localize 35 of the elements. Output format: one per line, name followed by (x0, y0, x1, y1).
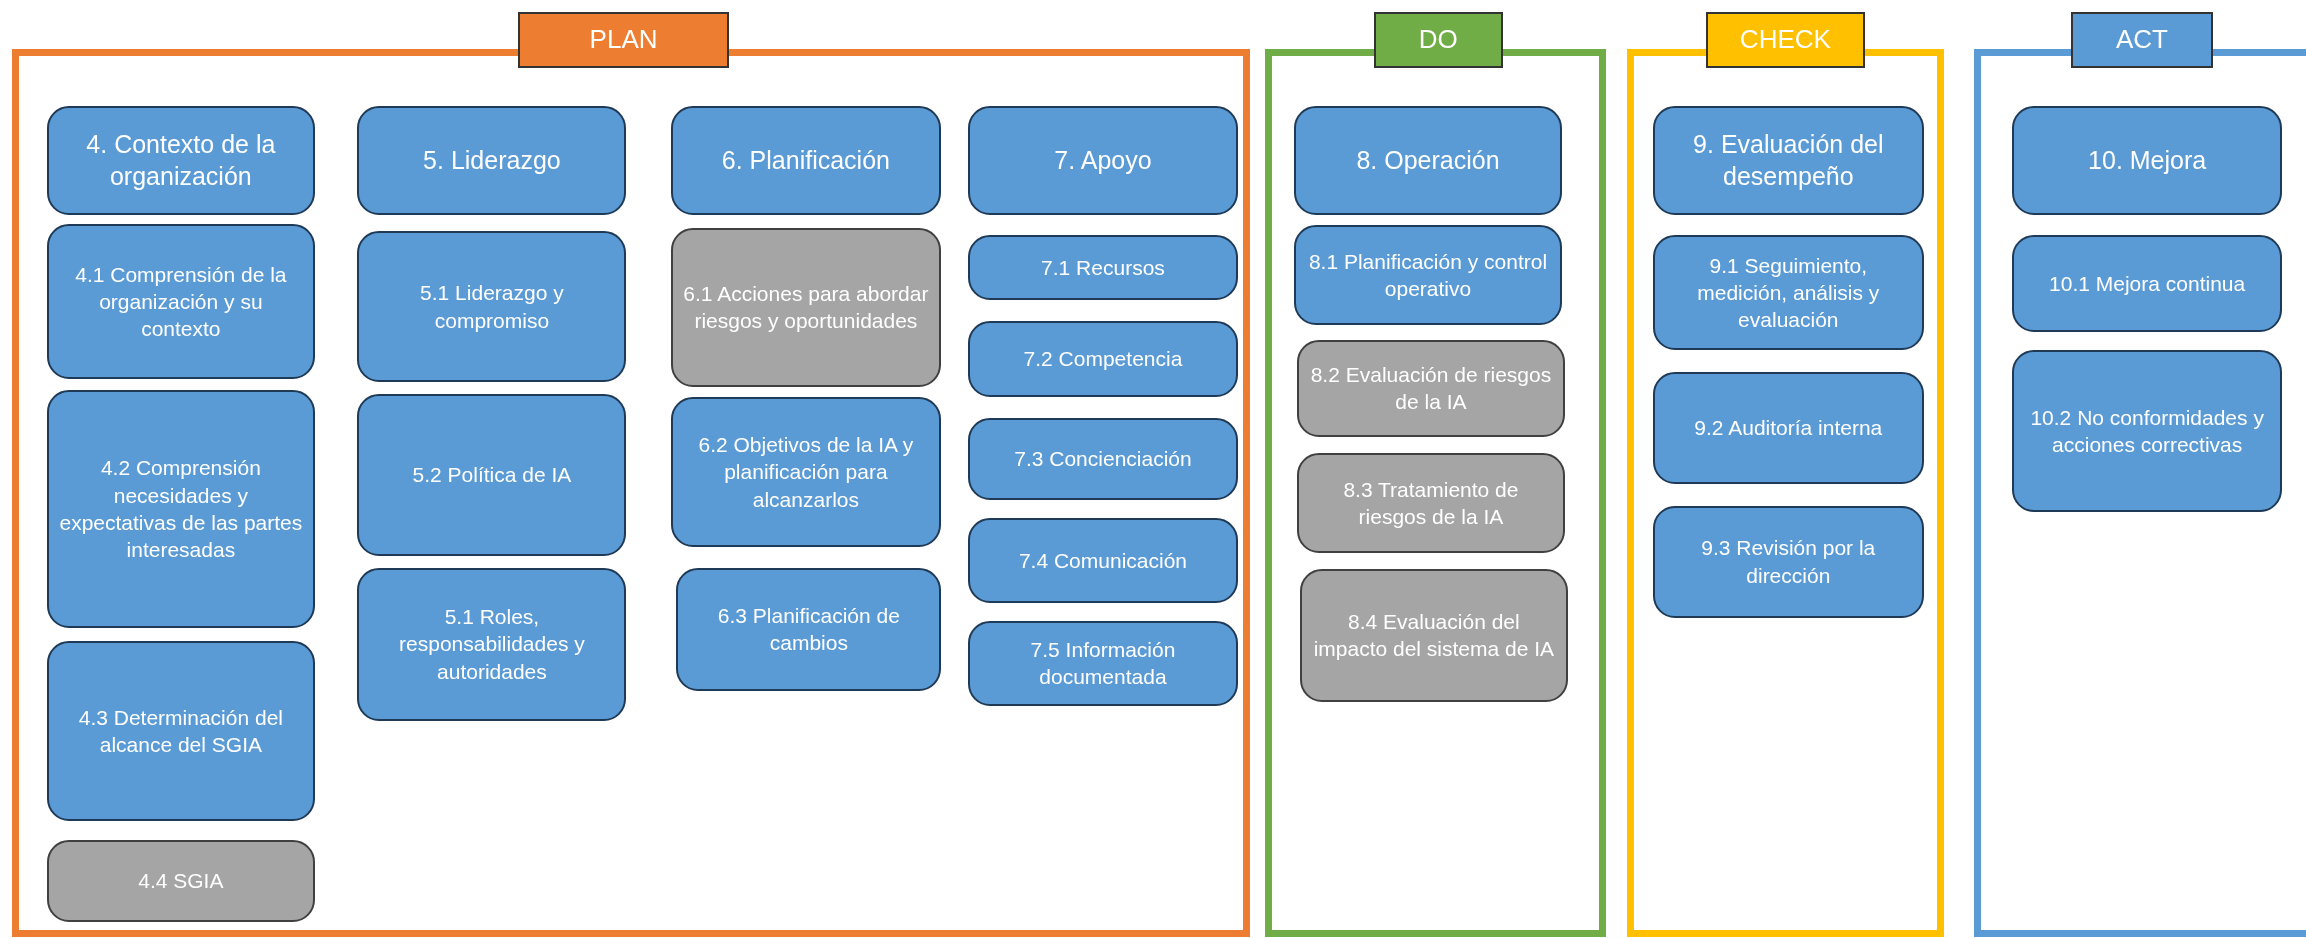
clause-box: 6. Planificación (670, 105, 942, 215)
clause-box: 4. Contexto de la organización (47, 105, 315, 215)
phase-label: ACT (2070, 11, 2214, 68)
subclause-box: 10.2 No conformidades y acciones correctivas (2011, 350, 2283, 512)
subclause-box: 8.3 Tratamiento de riesgos de la IA (1297, 452, 1565, 553)
subclause-box: 4.4 SGIA (47, 839, 315, 923)
phase-label: PLAN (517, 11, 730, 68)
subclause-box: 5.1 Liderazgo y compromiso (357, 230, 627, 383)
subclause-box: 7.2 Competencia (967, 320, 1239, 398)
clause-box: 7. Apoyo (967, 105, 1239, 215)
subclause-box: 5.2 Política de IA (357, 394, 627, 556)
subclause-box: 10.1 Mejora continua (2011, 235, 2283, 333)
subclause-box: 7.3 Concienciación (967, 417, 1239, 500)
phase-label: DO (1373, 11, 1503, 68)
clause-box: 9. Evaluación del desempeño (1653, 105, 1924, 215)
subclause-box: 8.4 Evaluación del impacto del sistema de IA (1300, 569, 1568, 702)
subclause-box: 7.5 Información documentada (967, 620, 1239, 706)
subclause-box: 8.1 Planificación y control operativo (1294, 225, 1562, 325)
subclause-box: 9.1 Seguimiento, medición, análisis y evaluación (1653, 235, 1924, 350)
subclause-box: 6.3 Planificación de cambios (676, 567, 942, 692)
subclause-box: 6.1 Acciones para abordar riesgos y oportunidades (670, 227, 942, 387)
phase-label: CHECK (1705, 11, 1865, 68)
subclause-box: 7.1 Recursos (967, 235, 1239, 300)
clause-box: 8. Operación (1294, 105, 1562, 215)
subclause-box: 9.2 Auditoría interna (1653, 372, 1924, 484)
subclause-box: 8.2 Evaluación de riesgos de la IA (1297, 339, 1565, 437)
clause-box: 10. Mejora (2011, 105, 2283, 215)
subclause-box: 5.1 Roles, responsabilidades y autoridades (357, 567, 627, 721)
subclause-box: 7.4 Comunicación (967, 517, 1239, 603)
subclause-box: 6.2 Objetivos de la IA y planificación para alcanzarlos (670, 397, 942, 548)
subclause-box: 4.2 Comprensión necesidades y expectativas de las partes interesadas (47, 389, 315, 628)
subclause-box: 4.1 Comprensión de la organización y su contexto (47, 223, 315, 380)
subclause-box: 4.3 Determinación del alcance del SGIA (47, 641, 315, 821)
subclause-box: 9.3 Revisión por la dirección (1653, 505, 1924, 618)
clause-box: 5. Liderazgo (357, 105, 627, 215)
